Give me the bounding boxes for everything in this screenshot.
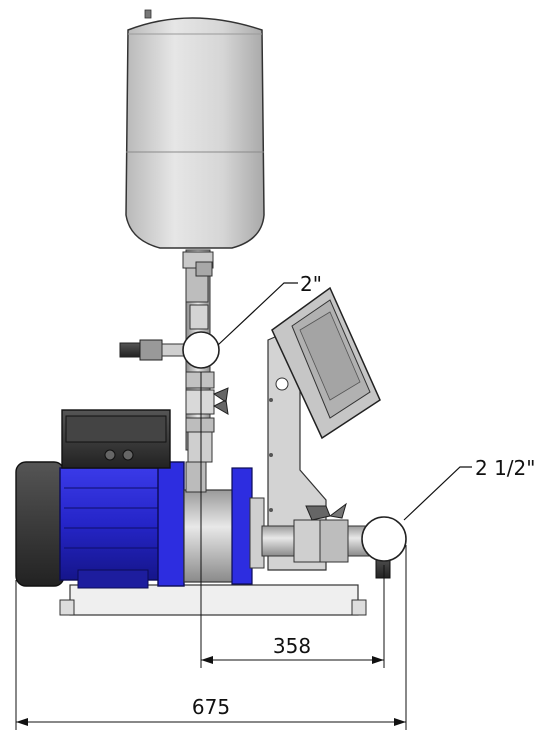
top-tee-fitting: [182, 331, 220, 369]
dimension-arrows: [16, 656, 406, 726]
dimension-inner-width: 358: [273, 634, 311, 658]
controller-box: [271, 286, 381, 440]
side-tee-fitting: [361, 516, 407, 562]
motor: [15, 409, 185, 589]
base-frame: [59, 584, 367, 616]
pump-body: [183, 461, 265, 585]
dimension-lines: [15, 372, 407, 730]
discharge-pipe: [261, 502, 391, 579]
callout-side-pipe-size: 2 1/2": [475, 456, 535, 480]
callout-leaders: [217, 282, 472, 521]
dimension-overall-width: 675: [192, 695, 230, 719]
callout-top-pipe-size: 2": [300, 272, 322, 296]
expansion-tank: [125, 9, 265, 249]
